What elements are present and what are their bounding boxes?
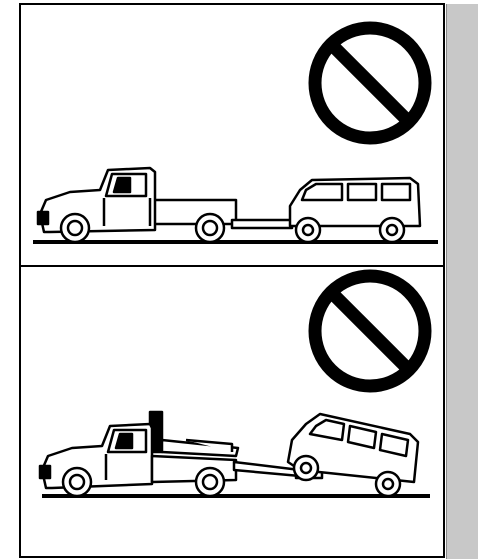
prohibition-icon xyxy=(315,28,425,138)
tow-truck-icon xyxy=(38,168,292,242)
prohibition-icon xyxy=(315,276,425,386)
lifted-van-icon xyxy=(288,414,418,496)
towed-van-icon xyxy=(290,178,420,242)
panel-bottom xyxy=(40,276,430,496)
panel-top xyxy=(33,28,438,242)
side-margin-bar xyxy=(446,4,478,559)
wrecker-truck-icon xyxy=(40,412,322,496)
